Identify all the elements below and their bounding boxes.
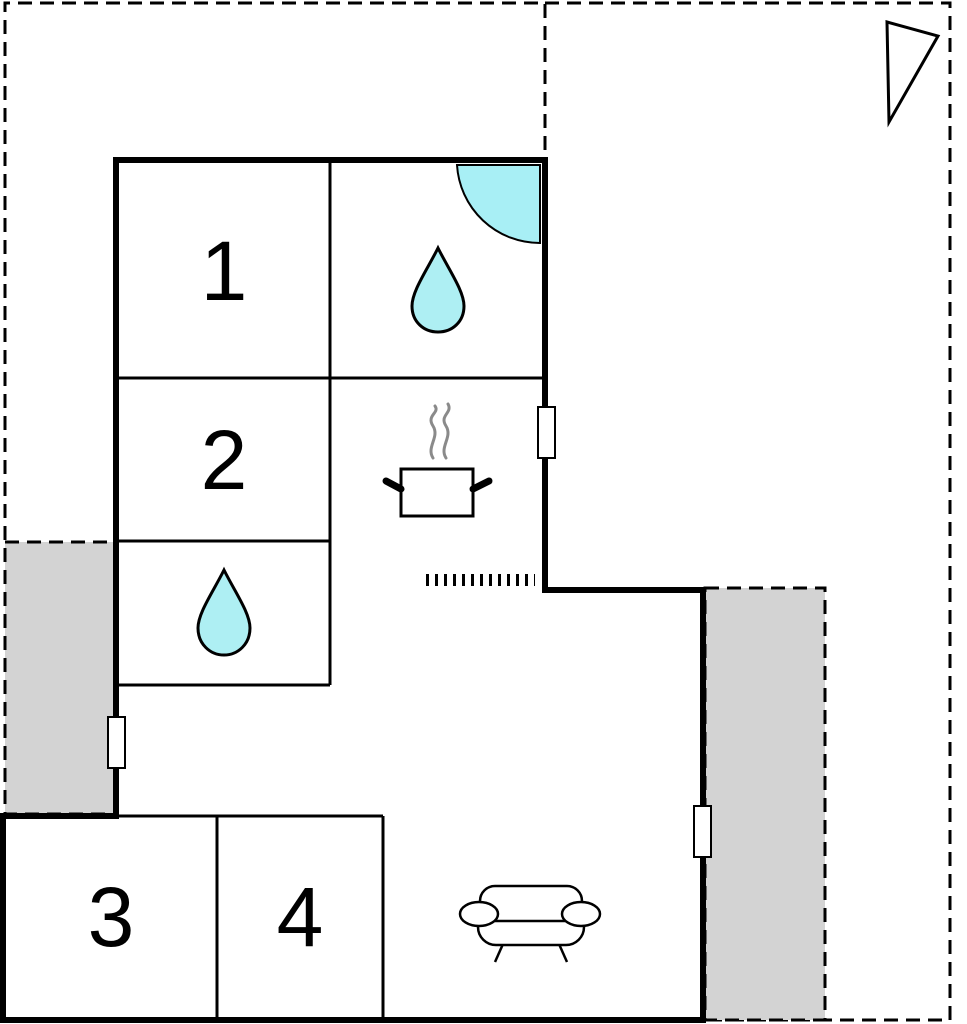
window-icon <box>107 716 126 769</box>
window-icon <box>693 805 712 858</box>
terrace-left <box>3 540 119 816</box>
window-icon <box>537 406 556 459</box>
water-drop-icon <box>410 244 466 334</box>
room-label-3: 3 <box>88 870 135 964</box>
sofa-icon <box>458 884 602 963</box>
room-label-4: 4 <box>277 870 324 964</box>
water-drop-icon <box>196 566 252 657</box>
outer-wall <box>0 157 706 1023</box>
room-label-2: 2 <box>201 413 248 507</box>
terrace-right <box>703 586 827 1022</box>
cooking-pot-icon <box>382 402 493 518</box>
interior-walls <box>116 160 545 1020</box>
property-boundary <box>3 1 952 1022</box>
door-swing-icon <box>455 164 541 245</box>
room-label-1: 1 <box>201 224 248 318</box>
north-arrow-icon <box>885 20 941 128</box>
